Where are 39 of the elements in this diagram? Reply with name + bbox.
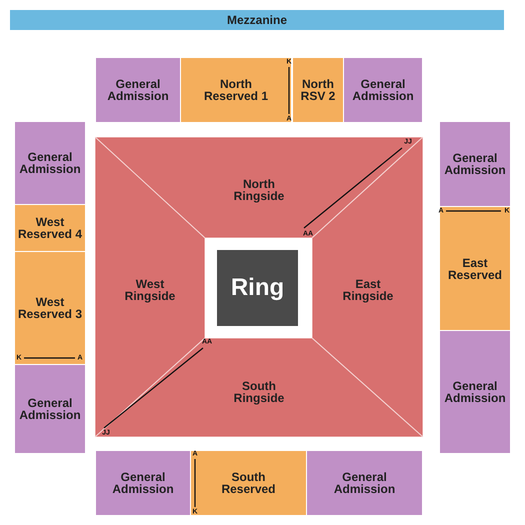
section-label: General Admission — [443, 152, 507, 176]
seating-section — [293, 58, 343, 122]
seating-section — [95, 137, 423, 238]
section-label: East Reserved — [446, 256, 504, 280]
seating-section — [15, 252, 85, 364]
seating-section — [96, 58, 180, 122]
section-label: West Reserved 4 — [17, 216, 83, 240]
seating-section — [15, 365, 85, 453]
section-label: East Ringside — [342, 278, 394, 302]
seating-section — [95, 338, 423, 437]
seating-section — [10, 10, 504, 30]
section-label: General Admission — [443, 380, 507, 404]
section-label: Ring — [230, 276, 286, 300]
section-label: General Admission — [18, 151, 82, 175]
section-label: South Ringside — [232, 380, 286, 404]
section-label: West Ringside — [124, 278, 176, 302]
section-label: North Ringside — [232, 178, 286, 202]
seating-section — [96, 451, 190, 515]
seating-section — [440, 331, 510, 453]
seating-section — [440, 122, 510, 206]
seating-section — [307, 451, 422, 515]
seating-section — [344, 58, 422, 122]
section-label: General Admission — [18, 397, 82, 421]
seating-section — [440, 207, 510, 330]
section-label: Mezzanine — [226, 14, 288, 26]
seating-section — [191, 451, 306, 515]
section-label: General Admission — [351, 78, 415, 102]
section-label: West Reserved 3 — [17, 296, 83, 320]
section-label: General Admission — [111, 471, 175, 495]
seating-section — [15, 205, 85, 251]
seating-section — [15, 122, 85, 204]
seating-section — [312, 137, 423, 437]
section-label: South Reserved — [220, 471, 277, 495]
section-label: General Admission — [332, 471, 396, 495]
section-label: North RSV 2 — [300, 78, 336, 102]
section-label: North Reserved 1 — [202, 78, 270, 102]
ring-area — [217, 250, 298, 326]
seating-section — [181, 58, 291, 122]
section-label: General Admission — [106, 78, 170, 102]
